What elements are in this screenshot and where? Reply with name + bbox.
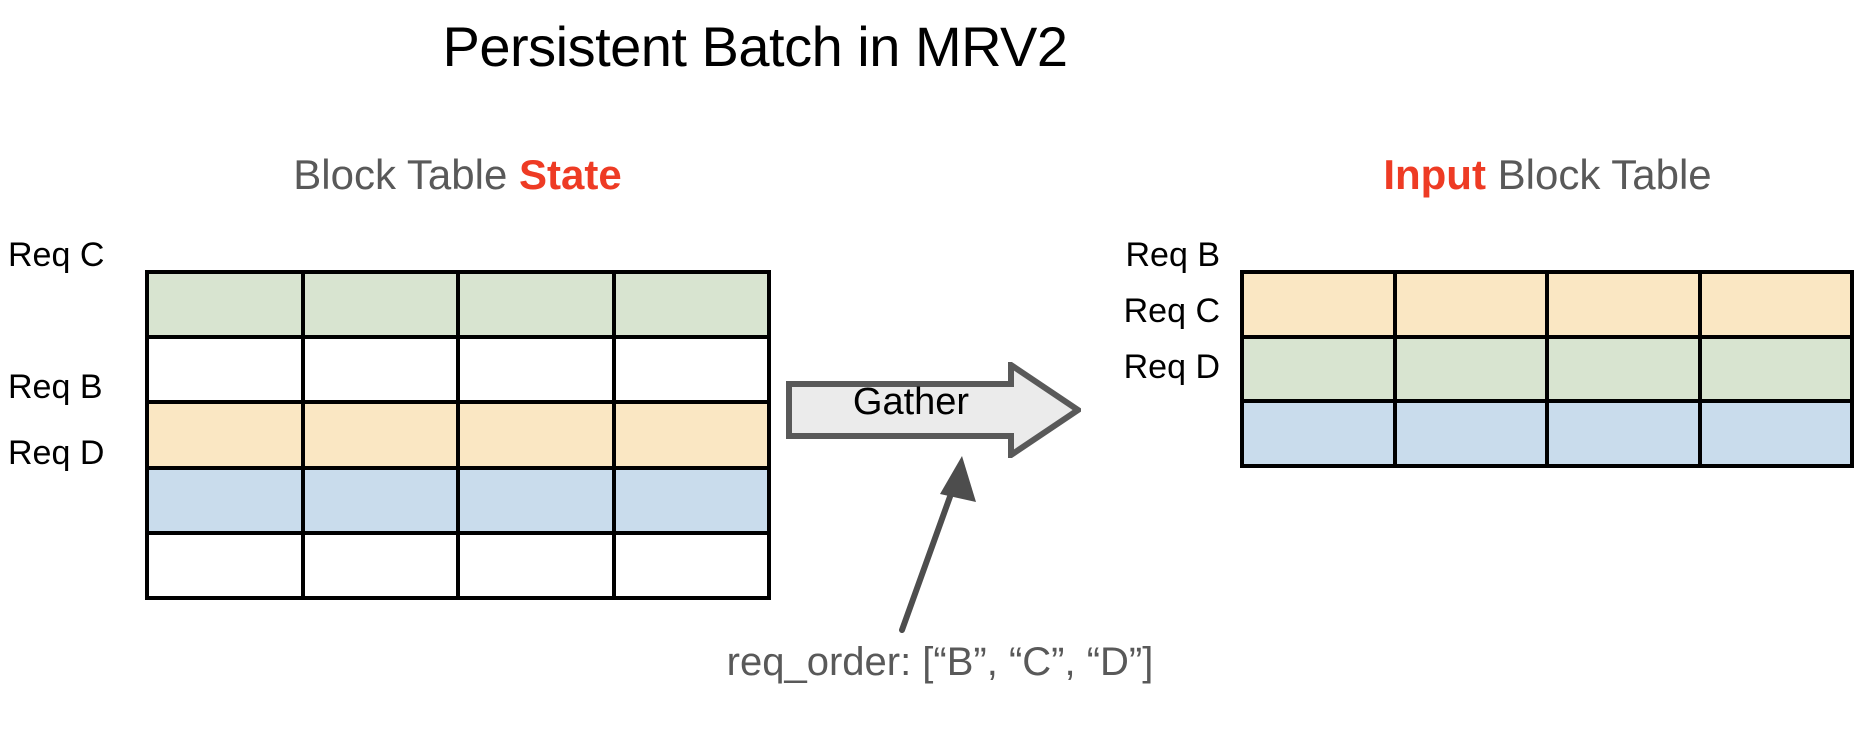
table-cell: [1244, 403, 1393, 464]
table-cell: [304, 469, 456, 531]
table-cell: [1396, 338, 1545, 400]
table-cell: [304, 404, 456, 466]
table-cell: [149, 469, 301, 531]
table-cell: [615, 404, 767, 466]
right-row-label-req-c: Req C: [1123, 292, 1220, 330]
input-block-table-grid: [1240, 270, 1854, 468]
table-cell: [149, 274, 301, 336]
table-cell: [460, 404, 612, 466]
table-cell: [304, 534, 456, 596]
table-cell: [1549, 274, 1698, 335]
right-heading-accent: Input: [1383, 151, 1486, 198]
page-title: Persistent Batch in MRV2: [442, 15, 1068, 78]
table-cell: [304, 274, 456, 336]
table-cell: [1396, 274, 1545, 335]
left-row-label-req-c: Req C: [8, 236, 105, 274]
req-order-callout-arrow: [899, 456, 976, 633]
table-cell: [1701, 338, 1850, 400]
gather-arrow-shape: [786, 362, 1081, 458]
right-panel-heading: Input Block Table: [1240, 151, 1855, 198]
right-heading-suffix: Block Table: [1485, 151, 1712, 198]
table-cell: [149, 534, 301, 596]
table-cell: [1701, 274, 1850, 335]
table-cell: [149, 404, 301, 466]
left-heading-prefix: Block Table: [293, 151, 519, 198]
table-cell: [460, 534, 612, 596]
table-cell: [615, 469, 767, 531]
left-panel-heading: Block Table State: [145, 151, 770, 198]
table-cell: [1244, 338, 1393, 400]
right-row-label-req-b: Req B: [1125, 236, 1221, 274]
table-cell: [304, 339, 456, 401]
table-cell: [615, 534, 767, 596]
table-cell: [460, 469, 612, 531]
req-order-annotation: req_order: [“B”, “C”, “D”]: [726, 640, 1154, 684]
table-cell: [149, 339, 301, 401]
table-cell: [460, 339, 612, 401]
table-cell: [1396, 403, 1545, 464]
left-row-label-req-b: Req B: [8, 368, 103, 406]
table-cell: [615, 339, 767, 401]
table-cell: [615, 274, 767, 336]
table-cell: [1701, 403, 1850, 464]
left-heading-accent: State: [519, 151, 622, 198]
table-cell: [1549, 338, 1698, 400]
right-row-label-req-d: Req D: [1123, 348, 1220, 386]
left-row-label-req-d: Req D: [8, 434, 105, 472]
block-table-state-grid: [145, 270, 771, 600]
table-cell: [1244, 274, 1393, 335]
table-cell: [460, 274, 612, 336]
table-cell: [1549, 403, 1698, 464]
